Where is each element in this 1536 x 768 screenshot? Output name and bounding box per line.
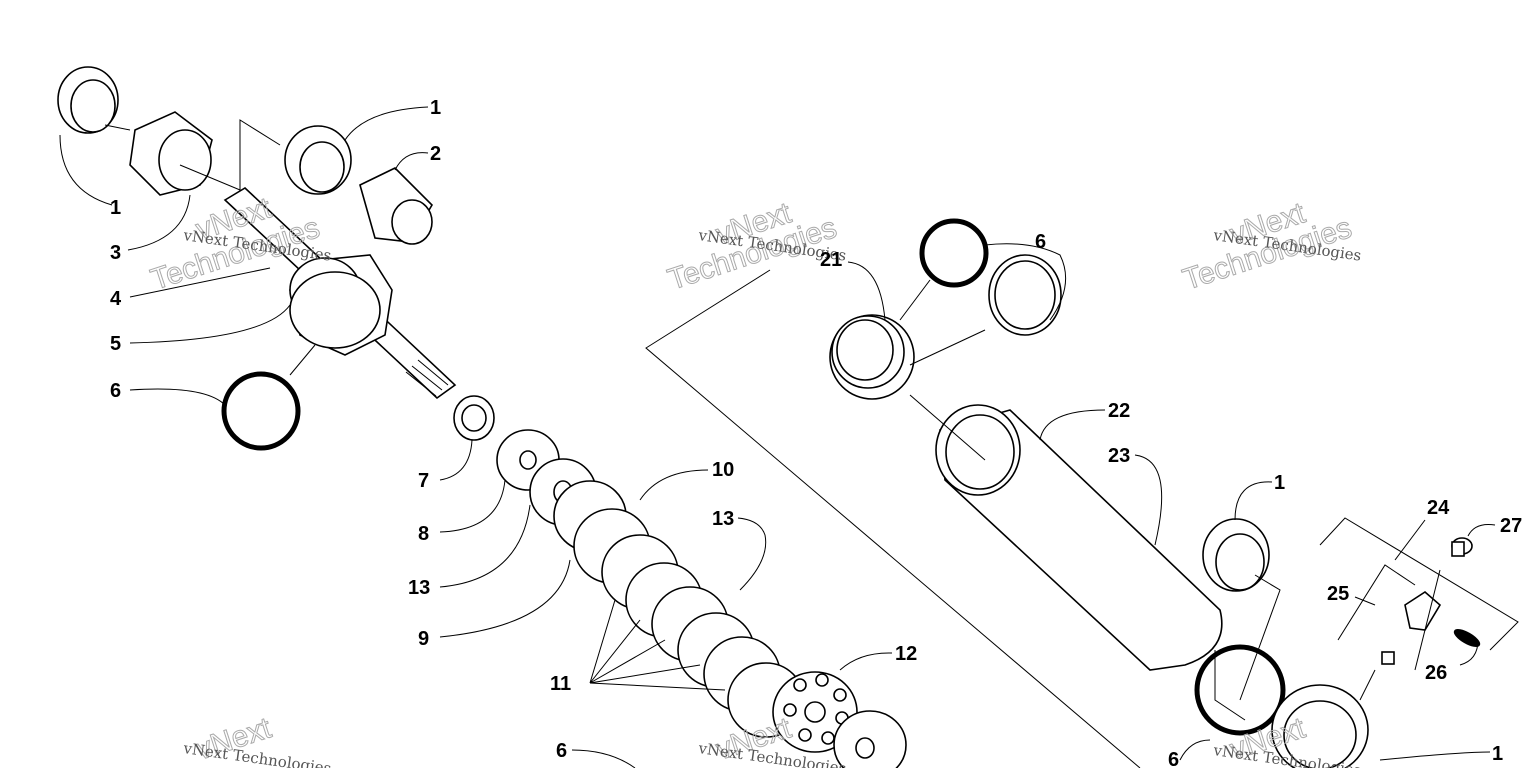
callout-8: 8 xyxy=(418,523,429,545)
o-ring-part-6-lower-right xyxy=(1194,644,1286,736)
end-cap-part-21 xyxy=(829,314,915,400)
callout-1: 1 xyxy=(1274,472,1285,494)
o-ring-part-6-center xyxy=(919,218,989,288)
spacer-part-3 xyxy=(129,111,213,196)
watermark-3: vNext Technologies vNext Technologies xyxy=(1178,196,1362,297)
seal-head-part-5 xyxy=(289,254,393,356)
callout-24: 24 xyxy=(1427,497,1450,519)
callout-13: 13 xyxy=(712,508,734,530)
callout-6: 6 xyxy=(1035,231,1046,253)
leader-zigzag xyxy=(179,119,281,191)
bracket-24 xyxy=(1319,517,1519,651)
o-ring-part-26 xyxy=(1453,628,1481,648)
callout-26: 26 xyxy=(1425,662,1447,684)
nut-part-7 xyxy=(453,395,495,441)
bushing-part-1-top-left xyxy=(57,66,119,134)
callout-23: 23 xyxy=(1108,445,1130,467)
callout-12: 12 xyxy=(895,643,917,665)
callout-11: 11 xyxy=(550,673,571,695)
bushing-part-1-top xyxy=(284,125,352,195)
callout-25: 25 xyxy=(1327,583,1349,605)
callout-2: 2 xyxy=(430,143,441,165)
callout-22: 22 xyxy=(1108,400,1130,422)
screw-part-27 xyxy=(1451,537,1473,557)
sleeve-part-2 xyxy=(359,167,434,245)
callout-13: 13 xyxy=(408,577,430,599)
piston-part-12 xyxy=(772,671,907,768)
shim-stack-part-11 xyxy=(529,458,805,738)
bracket-25 xyxy=(1337,564,1416,641)
leader-lines xyxy=(59,106,1496,768)
watermark-4: vNext vNext Technologies xyxy=(181,711,332,768)
valve-part-25 xyxy=(1404,591,1442,631)
bushing-part-1-center-right xyxy=(1202,518,1270,592)
callout-3: 3 xyxy=(110,242,121,264)
housing-lower-right xyxy=(1271,684,1369,768)
reservoir-body-part-23 xyxy=(935,404,1223,671)
callout-1: 1 xyxy=(110,197,121,219)
o-ring-part-6-left xyxy=(221,371,301,451)
callout-5: 5 xyxy=(110,333,121,355)
callout-10: 10 xyxy=(712,459,734,481)
band-part-6-center xyxy=(988,254,1062,336)
callout-7: 7 xyxy=(418,470,429,492)
callout-1: 1 xyxy=(1492,743,1503,765)
callout-9: 9 xyxy=(418,628,429,650)
callout-4: 4 xyxy=(110,288,122,310)
watermark-2: vNext Technologies vNext Technologies xyxy=(663,196,847,297)
callout-labels: 1 1 2 3 4 5 6 7 8 13 9 10 13 11 12 6 21 … xyxy=(110,97,1522,768)
callout-21: 21 xyxy=(820,249,842,271)
cap-part-small xyxy=(1381,651,1395,665)
callout-6: 6 xyxy=(556,740,567,762)
callout-1: 1 xyxy=(430,97,441,119)
callout-6: 6 xyxy=(110,380,121,402)
bracket-leader-21 xyxy=(645,269,1141,768)
callout-27: 27 xyxy=(1500,515,1522,537)
callout-6: 6 xyxy=(1168,749,1179,768)
